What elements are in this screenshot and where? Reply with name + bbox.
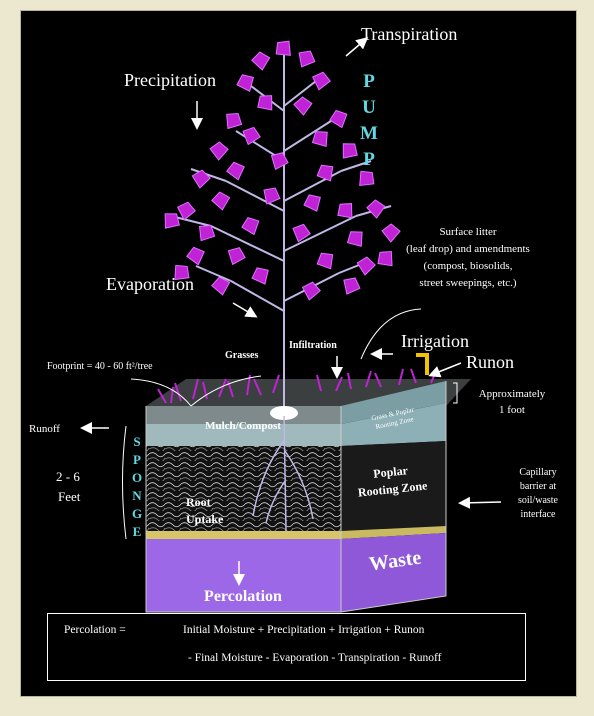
grasses bbox=[157, 368, 437, 404]
diagram-frame: Precipitation Transpiration P U M P Surf… bbox=[20, 10, 577, 697]
leaf bbox=[316, 164, 334, 182]
capillary-line-4: interface bbox=[521, 509, 557, 520]
leaf bbox=[236, 74, 255, 92]
leaf bbox=[303, 194, 321, 212]
irrigation-spout bbox=[416, 353, 429, 375]
leaf bbox=[312, 71, 331, 91]
leaf bbox=[293, 96, 313, 116]
surface-litter-line-4: street sweepings, etc.) bbox=[419, 277, 516, 289]
transpiration-label: Transpiration bbox=[361, 24, 457, 44]
sponge-letter-3: O bbox=[132, 470, 142, 485]
percolation-formula: Percolation = Initial Moisture + Precipi… bbox=[47, 613, 526, 681]
sponge-letter-1: S bbox=[133, 434, 140, 449]
roots bbox=[252, 415, 314, 532]
top-side-face bbox=[341, 381, 446, 424]
sponge-letter-5: G bbox=[132, 506, 142, 521]
depth-line-2: Feet bbox=[58, 489, 81, 504]
leaf bbox=[164, 213, 180, 229]
mulch-layer-front bbox=[146, 424, 341, 446]
tree-leaves bbox=[164, 40, 401, 301]
evaporation-label: Evaporation bbox=[106, 274, 194, 294]
leaf bbox=[343, 277, 361, 295]
formula-line-1: Initial Moisture + Precipitation + Irrig… bbox=[183, 624, 425, 636]
flow-arrows bbox=[80, 37, 502, 586]
leaf bbox=[366, 199, 386, 219]
surface-litter-line-1: Surface litter bbox=[439, 226, 496, 238]
precipitation-label: Precipitation bbox=[124, 70, 216, 90]
capillary-line-1: Capillary bbox=[519, 467, 556, 478]
rooting-side-face bbox=[341, 441, 446, 531]
infiltration-label: Infiltration bbox=[289, 340, 337, 351]
leaf bbox=[292, 223, 311, 243]
leaf bbox=[381, 223, 401, 243]
leaf bbox=[226, 161, 245, 181]
leaf bbox=[251, 267, 269, 285]
leaf bbox=[211, 191, 231, 211]
leaf bbox=[176, 201, 196, 221]
capillary-barrier-front bbox=[146, 531, 341, 539]
leaf bbox=[242, 126, 261, 146]
leaf bbox=[227, 247, 246, 266]
leaf bbox=[311, 131, 328, 148]
approximately-line-1: Approximately bbox=[479, 388, 546, 400]
capillary-line-2: barrier at bbox=[520, 481, 557, 492]
pump-letter-2: U bbox=[362, 97, 376, 118]
formula-line-2: - Final Moisture - Evaporation - Transpi… bbox=[188, 652, 442, 664]
approximately-line-2: 1 foot bbox=[499, 404, 525, 416]
runon-label: Runon bbox=[466, 352, 514, 372]
percolation-label: Percolation bbox=[204, 588, 282, 605]
tree-water-balance-diagram: Precipitation Transpiration P U M P Surf… bbox=[29, 24, 559, 613]
capillary-line-3: soil/waste bbox=[518, 495, 559, 506]
root-uptake-line-1: Root bbox=[186, 495, 211, 509]
runoff-label: Runoff bbox=[29, 423, 60, 435]
irrigation-label: Irrigation bbox=[401, 331, 469, 351]
surface-litter-line-2: (leaf drop) and amendments bbox=[406, 243, 530, 255]
leaf bbox=[342, 143, 358, 159]
sponge-letter-2: P bbox=[133, 452, 141, 467]
leaf bbox=[263, 187, 281, 205]
leaf bbox=[226, 113, 243, 130]
depth-line-1: 2 - 6 bbox=[56, 469, 80, 484]
leaf bbox=[377, 250, 393, 267]
leaf bbox=[251, 51, 271, 71]
surface-litter-leader bbox=[360, 308, 422, 360]
poplar-rooting-line-1: Poplar bbox=[373, 463, 410, 481]
leaf bbox=[356, 256, 376, 276]
leaf bbox=[211, 276, 231, 296]
leaf bbox=[209, 141, 229, 161]
leaf bbox=[191, 169, 211, 189]
pump-letter-4: P bbox=[363, 149, 375, 170]
leaf bbox=[298, 50, 316, 68]
leaf bbox=[174, 264, 190, 281]
leaf bbox=[270, 152, 289, 171]
leaf bbox=[329, 109, 348, 129]
surface-litter-line-3: (compost, biosolids, bbox=[424, 260, 513, 272]
sponge-brace bbox=[122, 425, 127, 540]
footprint-label: Footprint = 40 - 60 ft²/tree bbox=[47, 361, 153, 372]
mulch-compost-label: Mulch/Compost bbox=[205, 420, 281, 432]
pump-letter-3: M bbox=[360, 123, 378, 144]
sponge-letter-6: E bbox=[133, 524, 142, 539]
waste-side-face bbox=[341, 533, 446, 612]
root-uptake-line-2: Uptake bbox=[186, 512, 224, 526]
pump-letter-1: P bbox=[363, 71, 375, 92]
formula-term: Percolation = bbox=[64, 624, 126, 636]
mulch-mound bbox=[270, 406, 298, 420]
leaf bbox=[241, 216, 260, 236]
leaf bbox=[337, 203, 353, 219]
sponge-letter-4: N bbox=[132, 488, 142, 503]
leaf bbox=[359, 170, 375, 187]
leaf bbox=[275, 40, 291, 56]
leaf bbox=[316, 252, 334, 270]
leaf bbox=[346, 231, 363, 247]
leaf bbox=[198, 224, 216, 242]
leaf bbox=[186, 246, 205, 266]
grasses-label: Grasses bbox=[225, 350, 258, 361]
leaf bbox=[301, 281, 321, 301]
leaf bbox=[257, 95, 273, 111]
